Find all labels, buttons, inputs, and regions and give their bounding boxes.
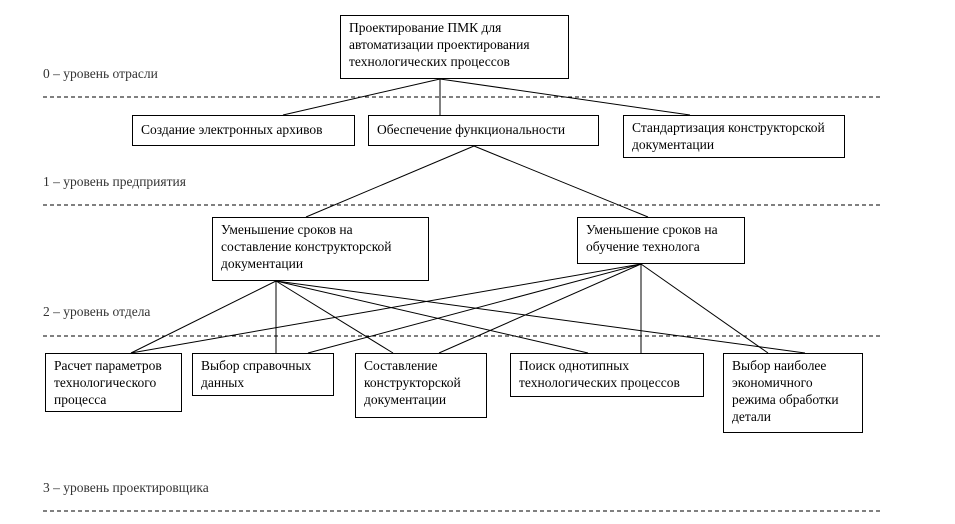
node-standardization-text: Стандартизация конструкторской документа… [632,120,825,152]
edge-functionality-reduce-training [473,145,649,218]
edge-reduce-training-mode [640,263,769,354]
node-functionality: Обеспечение функциональности [368,115,599,146]
edge-reduce-training-compose [438,263,642,354]
edge-root-standardization [439,78,691,116]
node-archives-text: Создание электронных архивов [141,122,323,137]
node-select-mode: Выбор наиболее экономичного режима обраб… [723,353,863,433]
node-reduce-docs: Уменьшение сроков на составление констру… [212,217,429,281]
node-standardization: Стандартизация конструкторской документа… [623,115,845,158]
node-calc-params: Расчет параметров технологического проце… [45,353,182,412]
node-archives: Создание электронных архивов [132,115,355,146]
node-select-ref: Выбор справочных данных [192,353,334,396]
node-reduce-docs-text: Уменьшение сроков на составление констру… [221,222,392,271]
node-calc-params-text: Расчет параметров технологического проце… [54,358,162,407]
node-select-mode-text: Выбор наиболее экономичного режима обраб… [732,358,839,424]
node-reduce-training: Уменьшение сроков на обучение технолога [577,217,745,264]
edge-reduce-docs-mode [275,280,806,354]
level-3-label: 3 – уровень проектировщика [43,480,209,495]
edge-reduce-training-calc [130,263,642,354]
node-search-similar-text: Поиск однотипных технологических процесс… [519,358,680,390]
node-root-text: Проектирование ПМК для автоматизации про… [349,20,530,69]
node-root: Проектирование ПМК для автоматизации про… [340,15,569,79]
node-compose-docs: Составление конструкторской документации [355,353,487,418]
edge-functionality-reduce-docs [305,145,475,218]
level-0-label: 0 – уровень отрасли [43,66,158,81]
edge-reduce-docs-calc [130,280,277,354]
node-search-similar: Поиск однотипных технологических процесс… [510,353,704,397]
level-1-label: 1 – уровень предприятия [43,174,186,189]
edge-reduce-training-select-ref [307,263,642,354]
level-2-label: 2 – уровень отдела [43,304,151,319]
node-reduce-training-text: Уменьшение сроков на обучение технолога [586,222,718,254]
node-select-ref-text: Выбор справочных данных [201,358,312,390]
edge-reduce-docs-search [275,280,589,354]
edge-root-archives [282,78,441,116]
node-compose-docs-text: Составление конструкторской документации [364,358,461,407]
node-functionality-text: Обеспечение функциональности [377,122,566,137]
